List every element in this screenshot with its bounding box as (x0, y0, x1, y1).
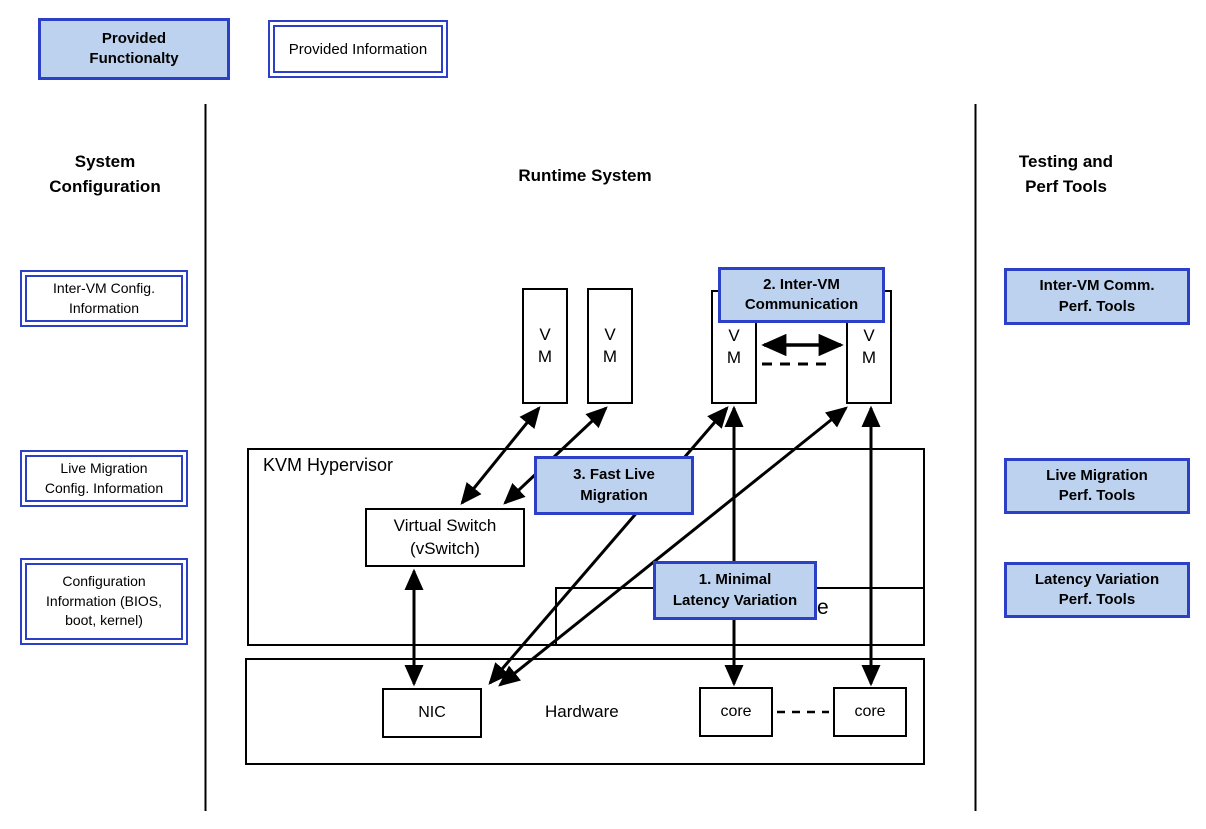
core1-box: core (699, 687, 773, 737)
legend-provided-functionality: Provided Functionalty (38, 18, 230, 80)
callout-fast-live-migration: 3. Fast Live Migration (534, 456, 694, 515)
hypervisor-label: KVM Hypervisor (263, 455, 394, 475)
core2-label: core (854, 702, 886, 720)
vm1-label: V M (537, 324, 553, 366)
live-migration-config-info-box: Live Migration Config. Information (20, 450, 188, 507)
live-migration-config-info-label: Live Migration Config. Information (44, 459, 164, 496)
latency-variation-perf-tools-box: Latency Variation Perf. Tools (1004, 562, 1190, 618)
vm4-label: V M (861, 325, 877, 367)
runtime-header: Runtime System (518, 166, 652, 185)
callout-minimal-latency-variation: 1. Minimal Latency Variation (653, 561, 817, 620)
live-migration-perf-tools-label: Live Migration Perf. Tools (1046, 466, 1148, 504)
callout-fast-live-migration-label: 3. Fast Live Migration (573, 466, 655, 504)
configuration-info-box: Configuration Information (BIOS, boot, k… (20, 558, 188, 645)
nic-box: NIC (382, 688, 482, 738)
configuration-info-label: Configuration Information (BIOS, boot, k… (46, 573, 162, 629)
virtual-switch-label: Virtual Switch (vSwitch) (393, 516, 497, 558)
callout-intervm-communication: 2. Inter-VM Communication (718, 267, 885, 323)
intervm-comm-perf-tools-label: Inter-VM Comm. Perf. Tools (1039, 277, 1155, 315)
intervm-config-info-label: Inter-VM Config. Information (53, 279, 155, 316)
legend-provided-information-label: Provided Information (288, 40, 428, 58)
vm2-label: V M (602, 324, 618, 366)
latency-variation-perf-tools-label: Latency Variation Perf. Tools (1034, 570, 1160, 608)
core1-label: core (720, 702, 752, 720)
legend-provided-functionality-label: Provided Functionalty (89, 29, 179, 67)
callout-intervm-communication-label: 2. Inter-VM Communication (744, 275, 859, 313)
vm1-box: V M (522, 288, 568, 404)
vm3-label: V M (726, 325, 742, 367)
live-migration-perf-tools-box: Live Migration Perf. Tools (1004, 458, 1190, 514)
virtual-switch-box: Virtual Switch (vSwitch) (365, 508, 525, 567)
intervm-config-info-box: Inter-VM Config. Information (20, 270, 188, 327)
intervm-comm-perf-tools-box: Inter-VM Comm. Perf. Tools (1004, 268, 1190, 325)
core2-box: core (833, 687, 907, 737)
hidden-label-visible-part: e (817, 596, 829, 619)
left-column-header: System Configuration (49, 152, 161, 196)
vm2-box: V M (587, 288, 633, 404)
right-column-header: Testing and Perf Tools (1018, 152, 1114, 196)
callout-minimal-latency-variation-label: 1. Minimal Latency Variation (672, 571, 798, 609)
hardware-label: Hardware (545, 702, 619, 721)
nic-label: NIC (418, 703, 446, 721)
legend-provided-information: Provided Information (268, 20, 448, 78)
